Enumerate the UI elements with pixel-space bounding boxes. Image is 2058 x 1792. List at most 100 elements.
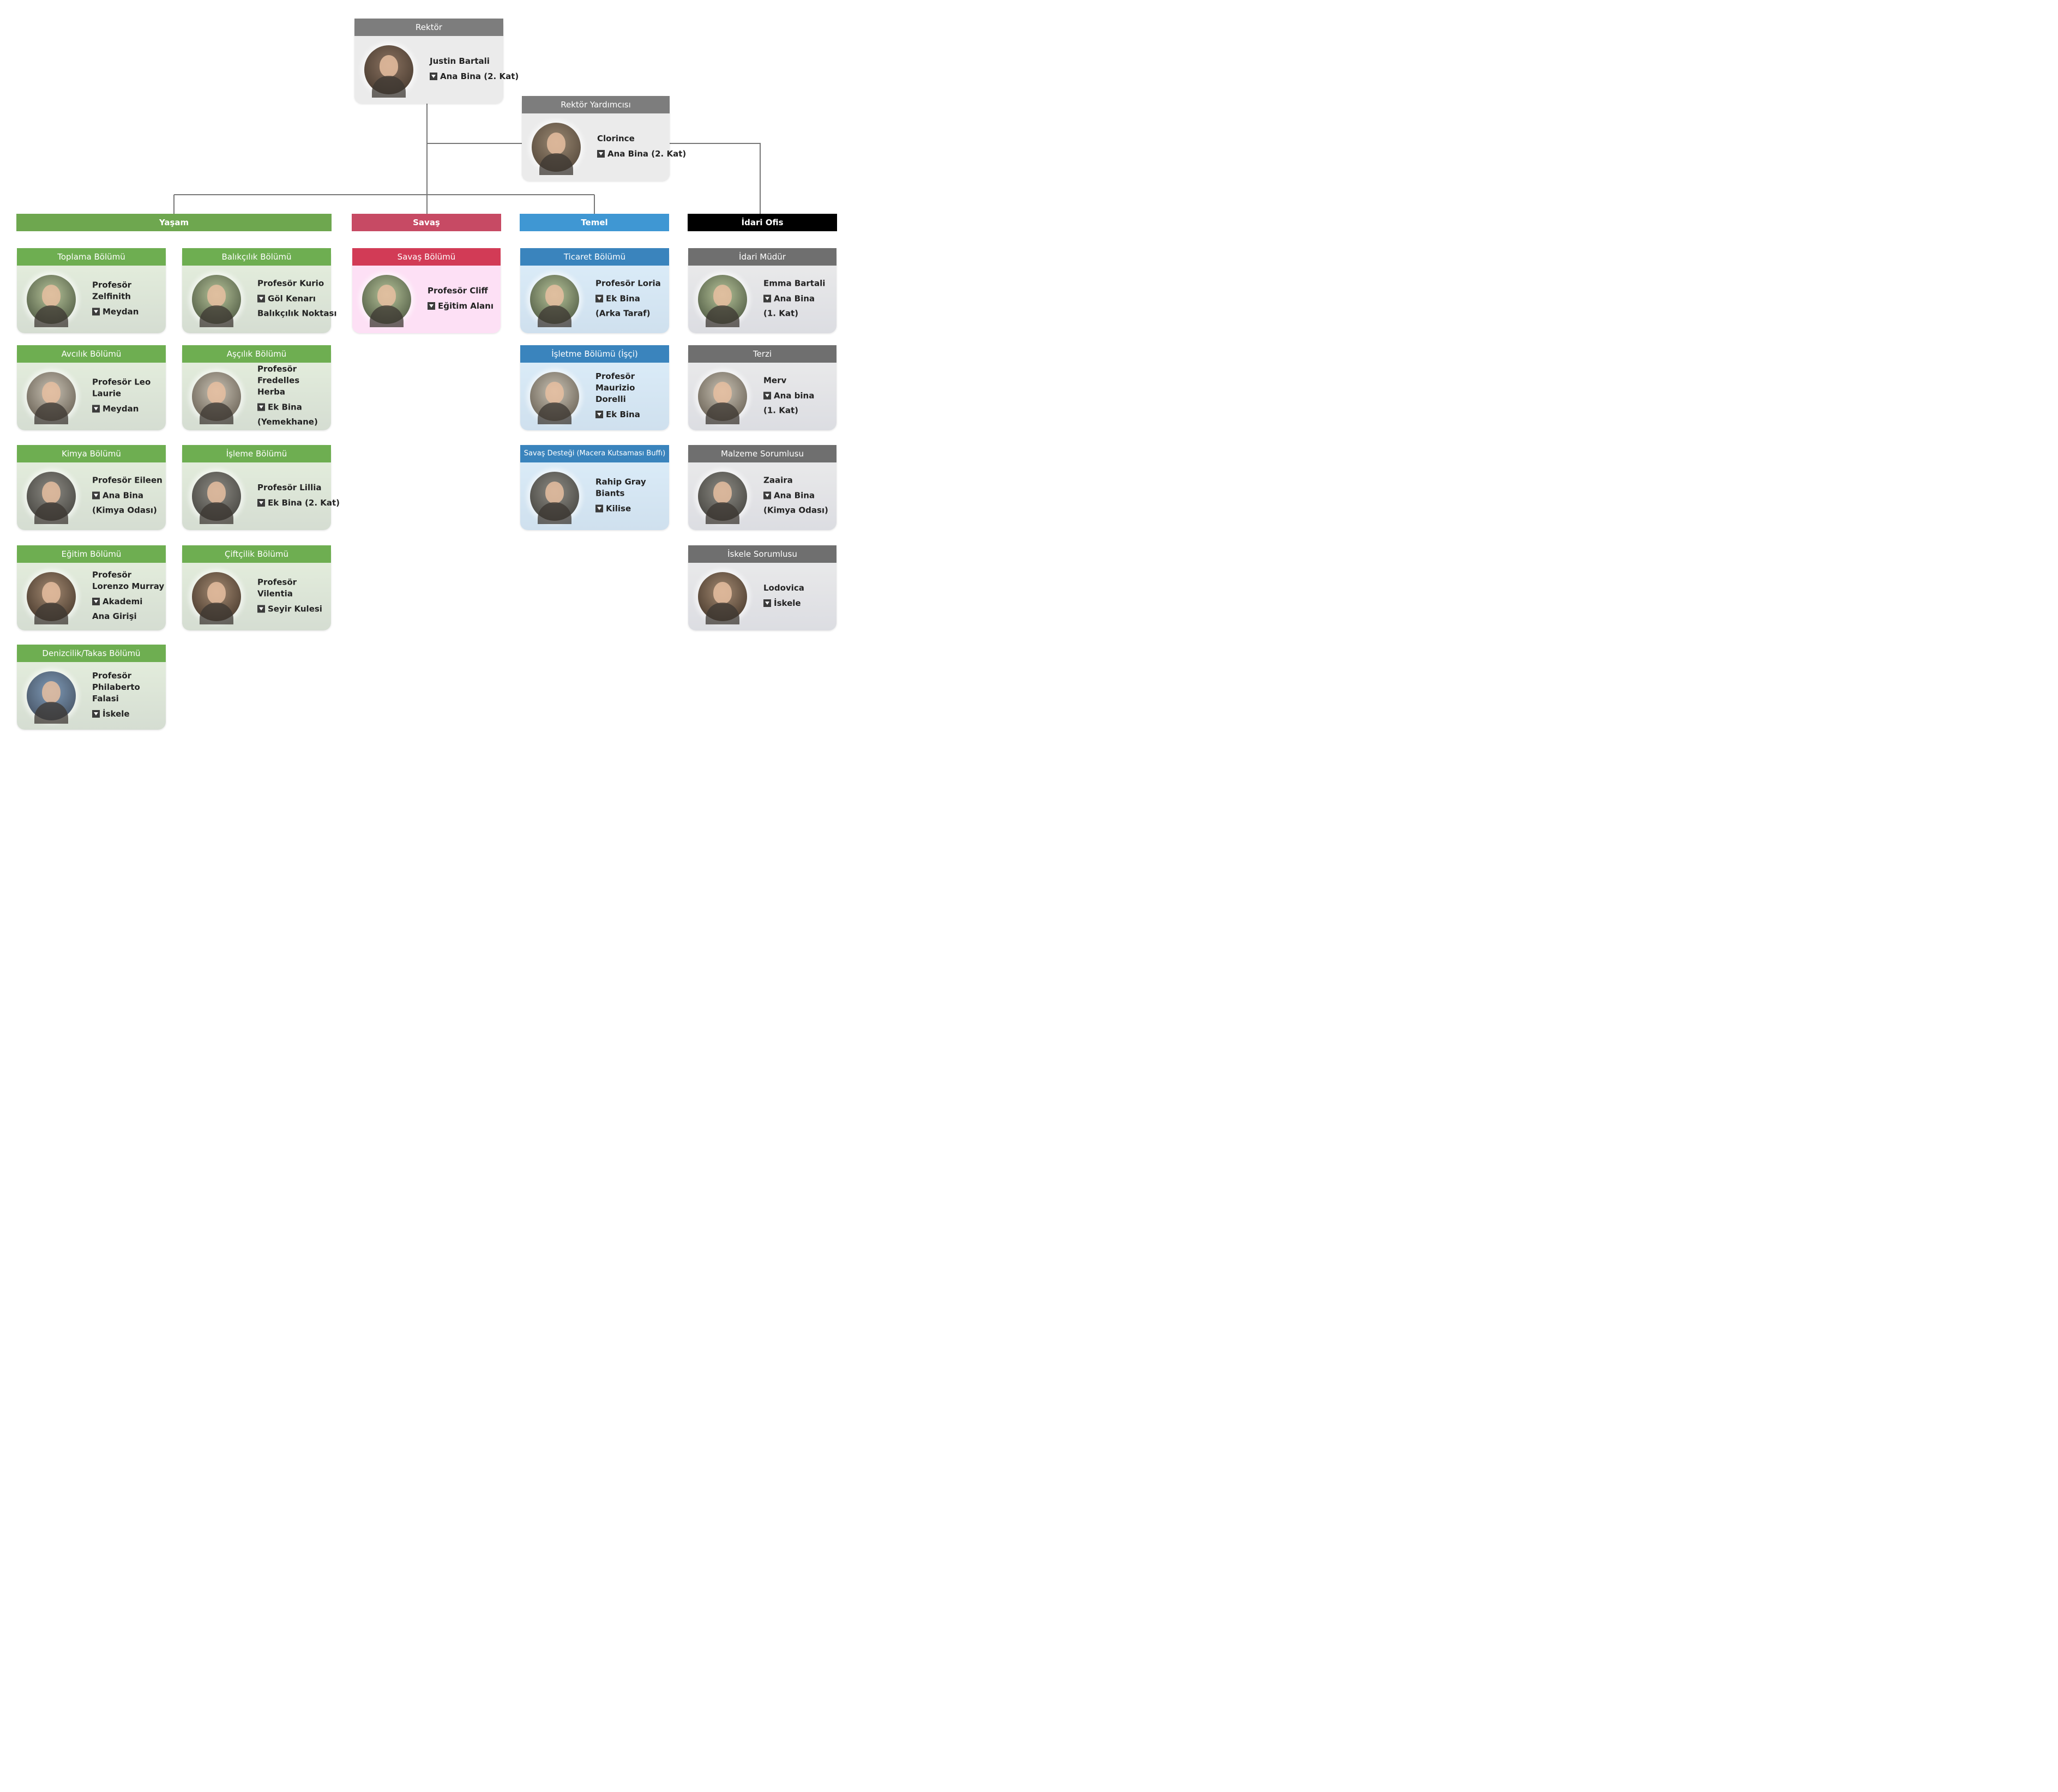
location-text-continued: (Kimya Odası): [92, 505, 157, 515]
portrait-avatar: [698, 472, 747, 524]
card-title: Rektör: [354, 19, 503, 36]
location-text: Ana Bina: [103, 490, 144, 501]
person-name: Clorince: [597, 134, 635, 143]
portrait-avatar: [27, 671, 76, 724]
location-text: Akademi: [103, 597, 143, 606]
person-name: Profesör Lillia: [257, 483, 322, 492]
location-pin-icon: [92, 598, 100, 605]
card-title: İskele Sorumlusu: [688, 545, 837, 563]
person-name: Profesör Vilentia: [257, 577, 297, 599]
location-pin-icon: [257, 403, 265, 411]
portrait-avatar: [192, 372, 241, 424]
location-text: Ek Bina: [606, 293, 640, 304]
location-text-continued: (Kimya Odası): [763, 505, 828, 515]
card-title: Eğitim Bölümü: [17, 545, 166, 563]
person-name: Lodovica: [763, 583, 804, 593]
location-text-continued: Balıkçılık Noktası: [257, 308, 337, 318]
person-name: Profesör Fredelles Herba: [257, 364, 300, 397]
location-pin-icon: [92, 405, 100, 413]
location-pin-icon: [595, 504, 603, 513]
location-text: Seyir Kulesi: [268, 604, 322, 614]
location-pin-icon: [92, 491, 100, 500]
person-name: Zaaira: [763, 475, 793, 485]
portrait-avatar: [698, 275, 747, 327]
person-name: Profesör Kurio: [257, 278, 324, 288]
person-name: Profesör Zelfinith: [92, 280, 132, 302]
location-text: Ana Bina: [774, 293, 815, 304]
portrait-avatar: [192, 572, 241, 624]
person-name: Justin Bartali: [430, 56, 490, 66]
portrait-avatar: [192, 472, 241, 524]
location-text: Meydan: [103, 404, 139, 414]
org-chart-connectors: [173, 104, 761, 214]
location-text-continued: (Yemekhane): [257, 417, 318, 427]
card-title: Toplama Bölümü: [17, 248, 166, 266]
location-pin-icon: [257, 605, 265, 613]
location-pin-icon: [430, 73, 437, 80]
portrait-avatar: [27, 472, 76, 524]
portrait-avatar: [530, 372, 579, 424]
location-text-continued: (1. Kat): [763, 405, 798, 416]
portrait-avatar: [27, 372, 76, 424]
portrait-avatar: [364, 45, 413, 98]
portrait-avatar: [192, 275, 241, 327]
location-pin-icon: [763, 599, 771, 607]
card-title: Savaş Desteği (Macera Kutsaması Buffı): [520, 445, 669, 462]
location-pin-icon: [257, 499, 265, 507]
location-pin-icon: [92, 710, 100, 718]
location-pin-icon: [595, 294, 603, 303]
person-name: Profesör Maurizio Dorelli: [595, 371, 635, 404]
department-card: Savaş Desteği (Macera Kutsaması Buffı)Ra…: [520, 445, 669, 530]
location-text: Ana bina: [774, 390, 815, 401]
person-name: Profesör Philaberto Falasi: [92, 671, 140, 703]
location-pin-icon: [595, 411, 603, 418]
location-pin-icon: [428, 302, 435, 310]
card-title: Kimya Bölümü: [17, 445, 166, 462]
person-name: Profesör Lorenzo Murray: [92, 570, 165, 591]
person-name: Profesör Cliff: [428, 286, 488, 296]
location-text: Ek Bina (2. Kat): [268, 498, 340, 508]
portrait-avatar: [362, 275, 411, 327]
location-pin-icon: [597, 150, 605, 158]
location-text: Ana Bina (2. Kat): [607, 149, 687, 159]
location-pin-icon: [763, 491, 771, 500]
portrait-avatar: [698, 372, 747, 424]
card-title: Terzi: [688, 345, 837, 363]
location-text-continued: (1. Kat): [763, 308, 798, 318]
connector-admin: [670, 143, 761, 214]
location-text: Ana Bina: [774, 490, 815, 501]
department-card: İşletme Bölümü (İşçi)Profesör Maurizio D…: [520, 345, 669, 430]
card-title: Avcılık Bölümü: [17, 345, 166, 363]
card-title: Ticaret Bölümü: [520, 248, 669, 266]
location-text: Kilise: [606, 503, 631, 514]
person-name: Profesör Leo Laurie: [92, 377, 151, 399]
portrait-avatar: [698, 572, 747, 624]
person-name: Emma Bartali: [763, 278, 826, 288]
person-name: Profesör Loria: [595, 278, 661, 288]
portrait-avatar: [27, 275, 76, 327]
card-title: Aşçılık Bölümü: [182, 345, 331, 363]
location-pin-icon: [92, 308, 100, 316]
portrait-avatar: [532, 123, 581, 175]
division-band-admin: İdari Ofis: [688, 214, 837, 231]
vice-rector-card: Rektör Yardımcısı Clorince Ana Bina (2. …: [522, 96, 686, 181]
location-text: Ek Bina: [268, 402, 302, 412]
card-title: Malzeme Sorumlusu: [688, 445, 837, 462]
location-text: Meydan: [103, 306, 139, 317]
card-title: Denizcilik/Takas Bölümü: [17, 645, 166, 662]
rector-card: Rektör Justin Bartali Ana Bina (2. Kat): [354, 19, 519, 104]
card-title: Çiftçilik Bölümü: [182, 545, 331, 563]
